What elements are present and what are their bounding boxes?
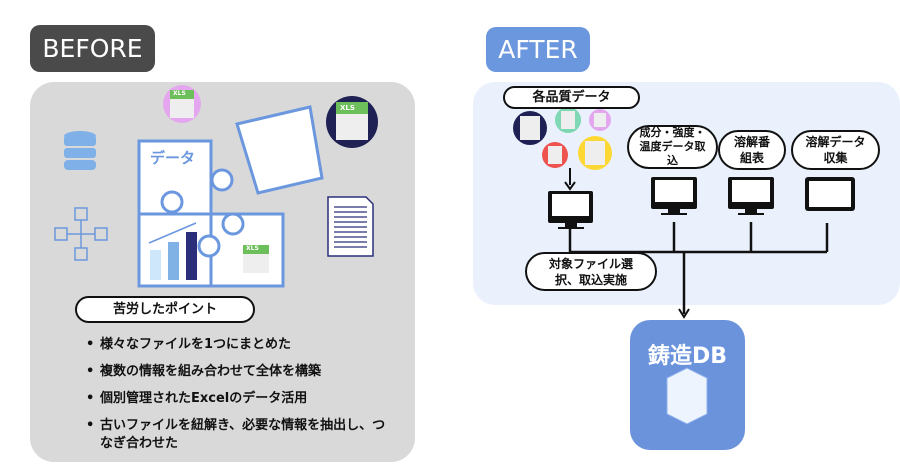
arrow-down-icon [678, 308, 690, 319]
puzzle-icon [137, 105, 324, 288]
after-label: AFTER [486, 27, 590, 72]
xls-file-icon-teal [555, 107, 581, 133]
pain-point: 様々なファイルを1つにまとめた [84, 336, 394, 354]
monitor-icon [651, 177, 697, 215]
monitor-icon [728, 177, 774, 215]
pain-point: 複数の情報を組み合わせて全体を構築 [84, 363, 394, 381]
pain-points-title: 苦労したポイント [75, 296, 255, 323]
pain-point: 個別管理されたExcelのデータ活用 [84, 390, 394, 408]
bar-chart-icon [148, 222, 197, 280]
pain-points-list: 様々なファイルを1つにまとめた 複数の情報を組み合わせて全体を構築 個別管理され… [84, 336, 394, 462]
network-cubes-icon [54, 207, 108, 261]
source-composition-strength-temp: 成分・強度・温度データ取込 [627, 125, 718, 169]
tablet-icon [805, 177, 855, 211]
xls-file-icon-pink [163, 85, 201, 123]
select-import-label: 対象ファイル選択、取込実施 [525, 252, 657, 291]
xls-label: XLS [173, 90, 186, 97]
server-stack-icon [665, 367, 709, 425]
puzzle-label: データ [150, 149, 196, 167]
xls-file-icon-navy [326, 96, 378, 148]
xls-file-icon-red [542, 142, 568, 168]
document-icon [327, 196, 374, 257]
xls-file-icon-small [243, 245, 269, 273]
before-label: BEFORE [30, 25, 155, 72]
source-melting-data: 溶解データ収集 [791, 130, 880, 170]
xls-file-icon-yellow [578, 136, 612, 170]
xls-file-icon-navy [513, 111, 547, 145]
quality-data-label: 各品質データ [503, 86, 640, 109]
source-melting-schedule: 溶解番組表 [718, 130, 786, 170]
xls-label: XLS [246, 245, 259, 252]
database-icon [64, 131, 96, 170]
pain-point: 古いファイルを紐解き、必要な情報を抽出し、つなぎ合わせた [84, 417, 394, 453]
xls-label: XLS [340, 104, 355, 112]
monitor-icon [548, 191, 593, 229]
xls-file-icon-pink [589, 109, 611, 131]
database-title: 鋳造DB [647, 344, 728, 369]
